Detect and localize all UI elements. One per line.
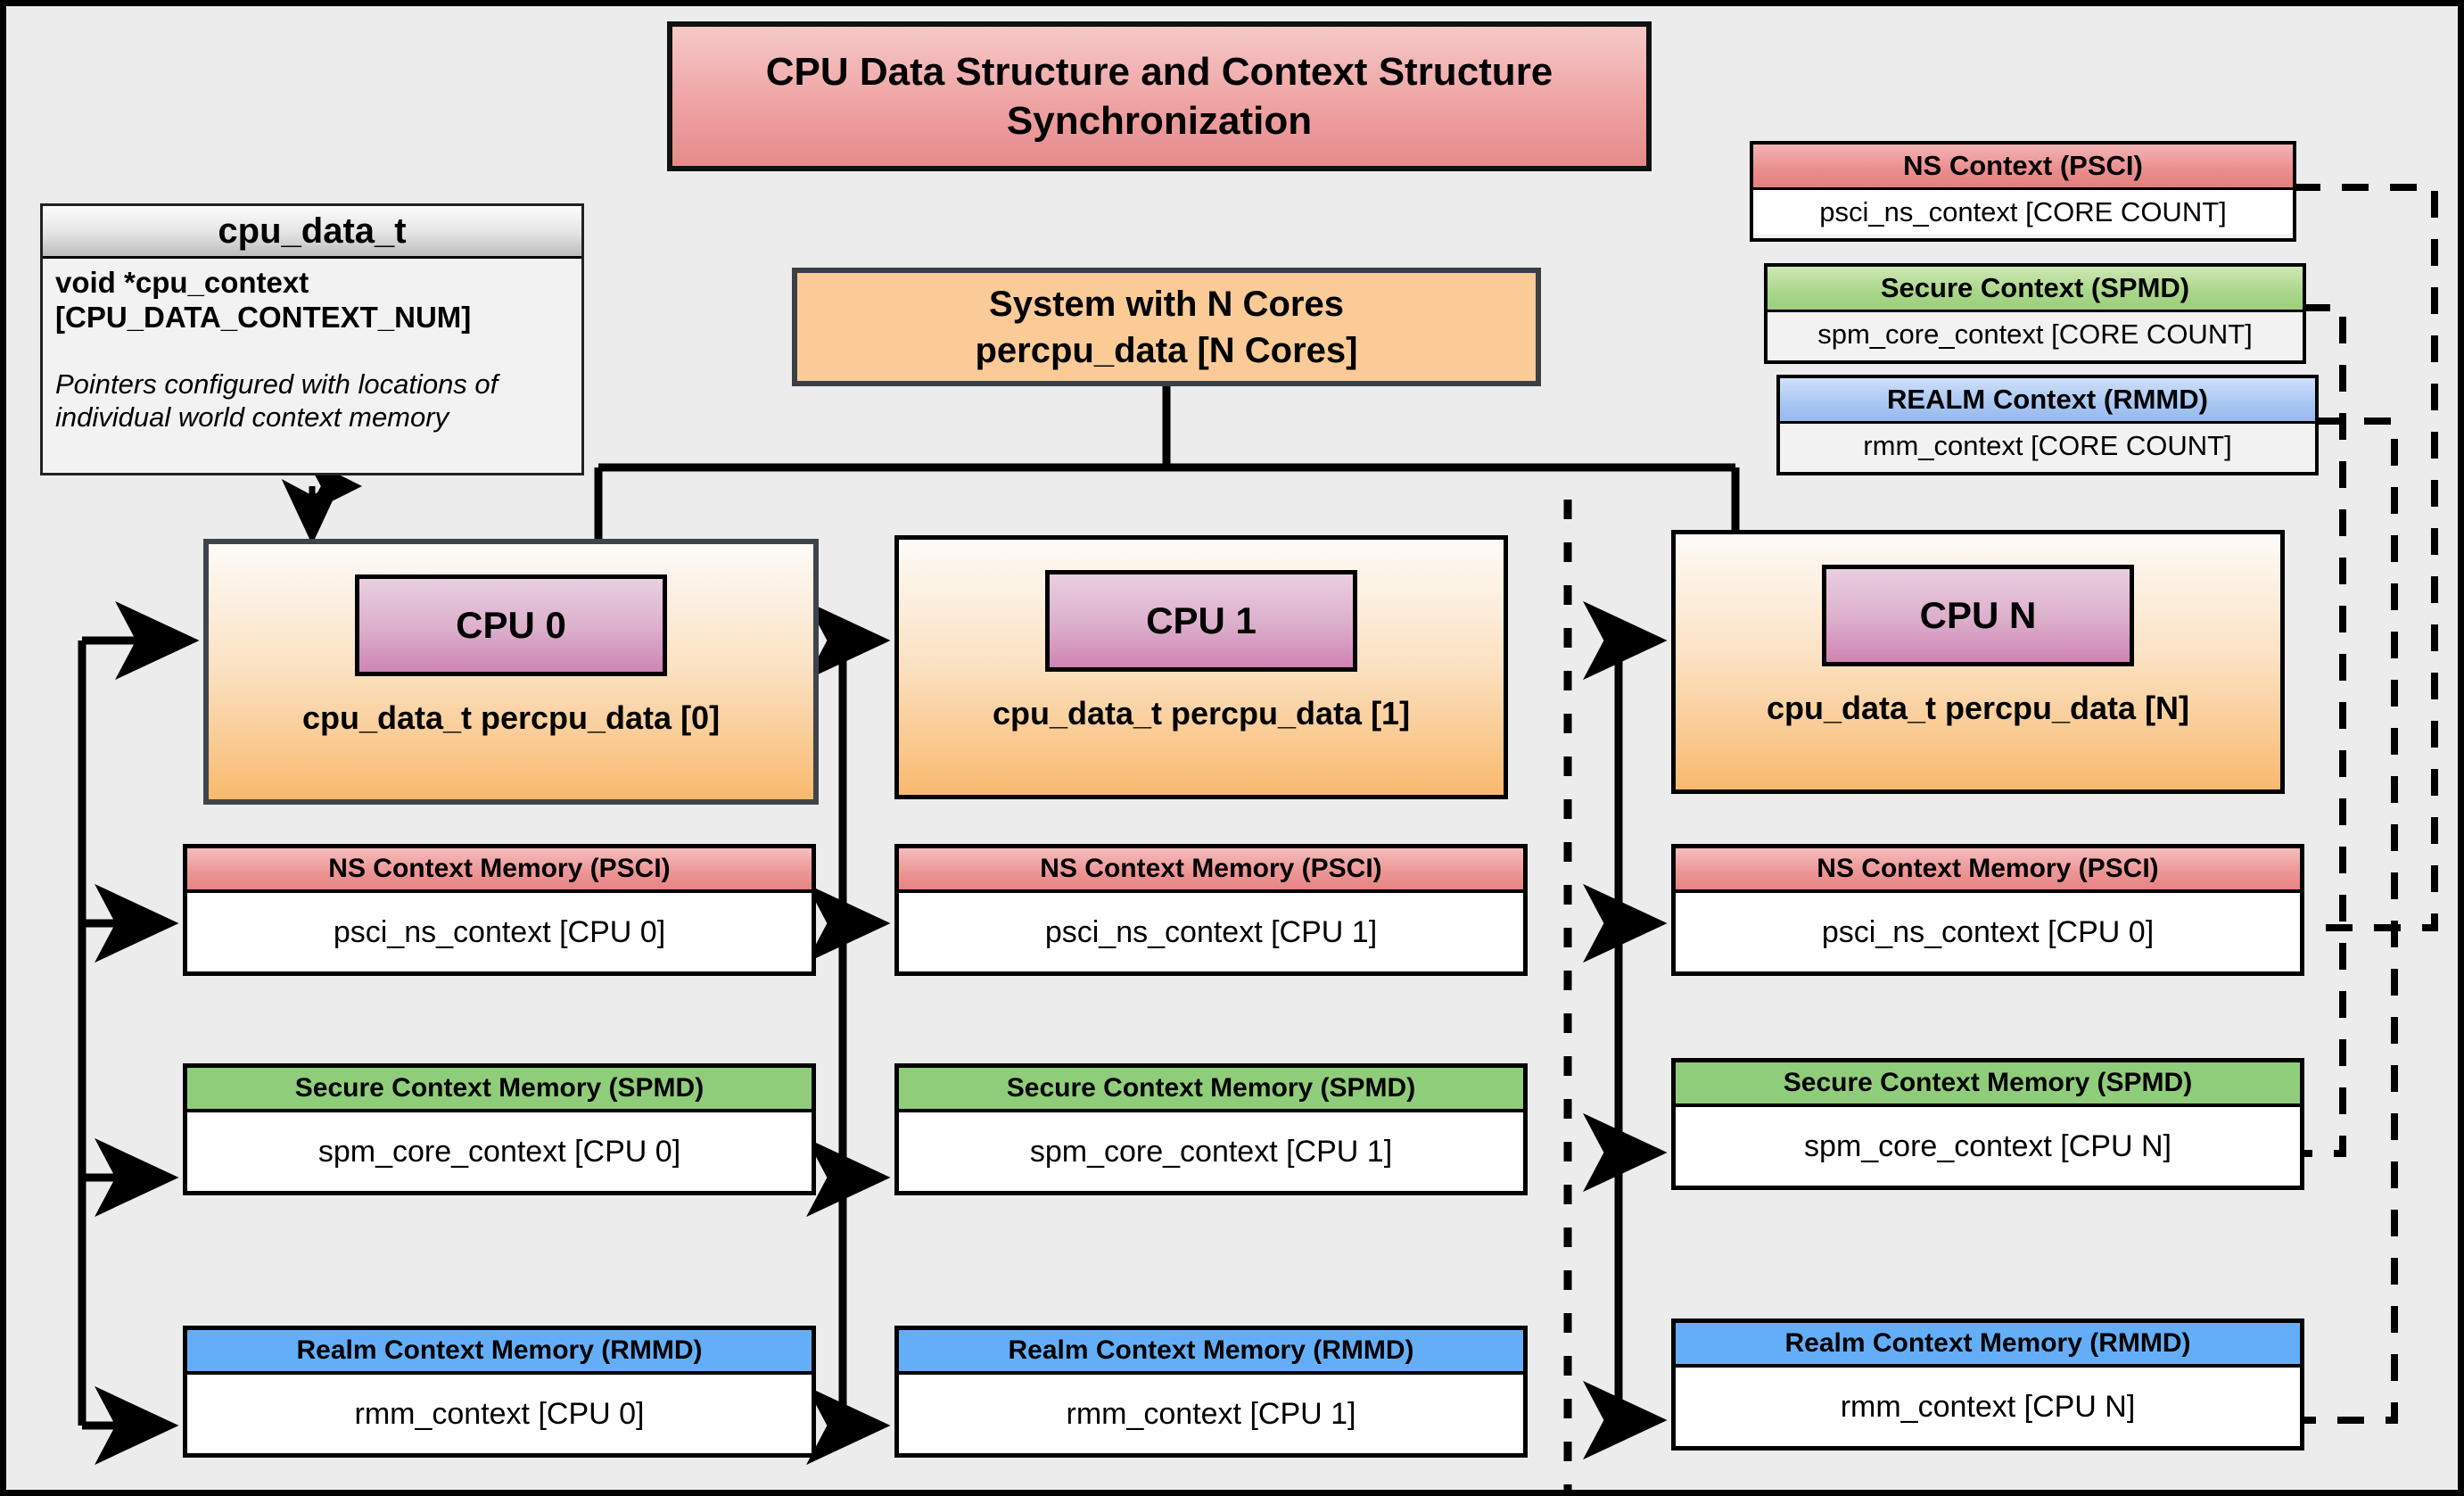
system-line1: System with N Cores <box>989 284 1344 324</box>
cpu-n-card: CPU N cpu_data_t percpu_data [N] <box>1671 530 2285 794</box>
cpu-data-t-body: void *cpu_context [CPU_DATA_CONTEXT_NUM]… <box>43 259 581 434</box>
cpu0-secure-context-memory: Secure Context Memory (SPMD) spm_core_co… <box>183 1063 816 1195</box>
cpu-n-chip: CPU N <box>1822 565 2134 666</box>
cpu1-realm-context-memory-body: rmm_context [CPU 1] <box>1066 1396 1356 1431</box>
cpu-data-t-field: void *cpu_context [CPU_DATA_CONTEXT_NUM] <box>55 266 472 334</box>
cpu1-ns-context-memory-body: psci_ns_context [CPU 1] <box>1044 914 1378 949</box>
cpun-secure-context-memory-header: Secure Context Memory (SPMD) <box>1676 1062 2300 1107</box>
cpu-n-label: cpu_data_t percpu_data [N] <box>1766 690 2190 726</box>
cpu0-realm-context-memory-body: rmm_context [CPU 0] <box>354 1396 645 1431</box>
global-secure-context-card: Secure Context (SPMD) spm_core_context [… <box>1764 263 2306 364</box>
page-title: CPU Data Structure and Context Structure… <box>667 21 1652 171</box>
cpu1-secure-context-memory-header: Secure Context Memory (SPMD) <box>899 1068 1523 1112</box>
cpu0-ns-context-memory: NS Context Memory (PSCI) psci_ns_context… <box>183 844 816 976</box>
cpu-0-label: cpu_data_t percpu_data [0] <box>301 699 721 736</box>
global-realm-context-card: REALM Context (RMMD) rmm_context [CORE C… <box>1776 375 2319 475</box>
cpu1-realm-context-memory-header: Realm Context Memory (RMMD) <box>899 1330 1523 1375</box>
cpu-data-t-card: cpu_data_t void *cpu_context [CPU_DATA_C… <box>40 203 584 475</box>
cpu-1-label: cpu_data_t percpu_data [1] <box>992 695 1411 731</box>
global-realm-context-body: rmm_context [CORE COUNT] <box>1863 430 2232 461</box>
cpu-1-chip: CPU 1 <box>1045 570 1357 672</box>
global-secure-context-header: Secure Context (SPMD) <box>1768 267 2303 312</box>
system-card: System with N Cores percpu_data [N Cores… <box>792 268 1541 386</box>
cpu1-secure-context-memory-body: spm_core_context [CPU 1] <box>1029 1134 1393 1169</box>
cpu-0-chip: CPU 0 <box>355 574 667 676</box>
cpu1-ns-context-memory: NS Context Memory (PSCI) psci_ns_context… <box>894 844 1528 976</box>
global-ns-context-header: NS Context (PSCI) <box>1753 145 2293 190</box>
cpu1-realm-context-memory: Realm Context Memory (RMMD) rmm_context … <box>894 1326 1528 1458</box>
cpu-data-t-note: Pointers configured with locations of in… <box>55 368 499 434</box>
cpu-data-t-header: cpu_data_t <box>43 206 581 259</box>
cpun-secure-context-memory: Secure Context Memory (SPMD) spm_core_co… <box>1671 1058 2304 1190</box>
cpun-ns-context-memory: NS Context Memory (PSCI) psci_ns_context… <box>1671 844 2304 976</box>
cpun-ns-context-memory-body: psci_ns_context [CPU 0] <box>1821 914 2155 949</box>
cpun-ns-context-memory-header: NS Context Memory (PSCI) <box>1676 848 2300 893</box>
cpu1-secure-context-memory: Secure Context Memory (SPMD) spm_core_co… <box>894 1063 1528 1195</box>
cpun-secure-context-memory-body: spm_core_context [CPU N] <box>1804 1128 2171 1163</box>
cpu0-secure-context-memory-body: spm_core_context [CPU 0] <box>317 1134 681 1169</box>
cpu0-secure-context-memory-header: Secure Context Memory (SPMD) <box>187 1068 812 1112</box>
global-ns-context-card: NS Context (PSCI) psci_ns_context [CORE … <box>1750 141 2296 242</box>
cpu0-realm-context-memory-header: Realm Context Memory (RMMD) <box>187 1330 812 1375</box>
cpu0-realm-context-memory: Realm Context Memory (RMMD) rmm_context … <box>183 1326 816 1458</box>
cpu-0-card: CPU 0 cpu_data_t percpu_data [0] <box>203 539 819 805</box>
system-line2: percpu_data [N Cores] <box>975 330 1358 370</box>
cpu0-ns-context-memory-header: NS Context Memory (PSCI) <box>187 848 812 893</box>
cpun-realm-context-memory: Realm Context Memory (RMMD) rmm_context … <box>1671 1318 2304 1451</box>
cpu-1-card: CPU 1 cpu_data_t percpu_data [1] <box>894 535 1508 799</box>
cpun-realm-context-memory-body: rmm_context [CPU N] <box>1840 1389 2136 1424</box>
global-secure-context-body: spm_core_context [CORE COUNT] <box>1817 318 2253 350</box>
cpu0-ns-context-memory-body: psci_ns_context [CPU 0] <box>333 914 666 949</box>
cpu1-ns-context-memory-header: NS Context Memory (PSCI) <box>899 848 1523 893</box>
global-realm-context-header: REALM Context (RMMD) <box>1780 378 2315 424</box>
cpun-realm-context-memory-header: Realm Context Memory (RMMD) <box>1676 1323 2300 1368</box>
global-ns-context-body: psci_ns_context [CORE COUNT] <box>1753 190 2293 235</box>
